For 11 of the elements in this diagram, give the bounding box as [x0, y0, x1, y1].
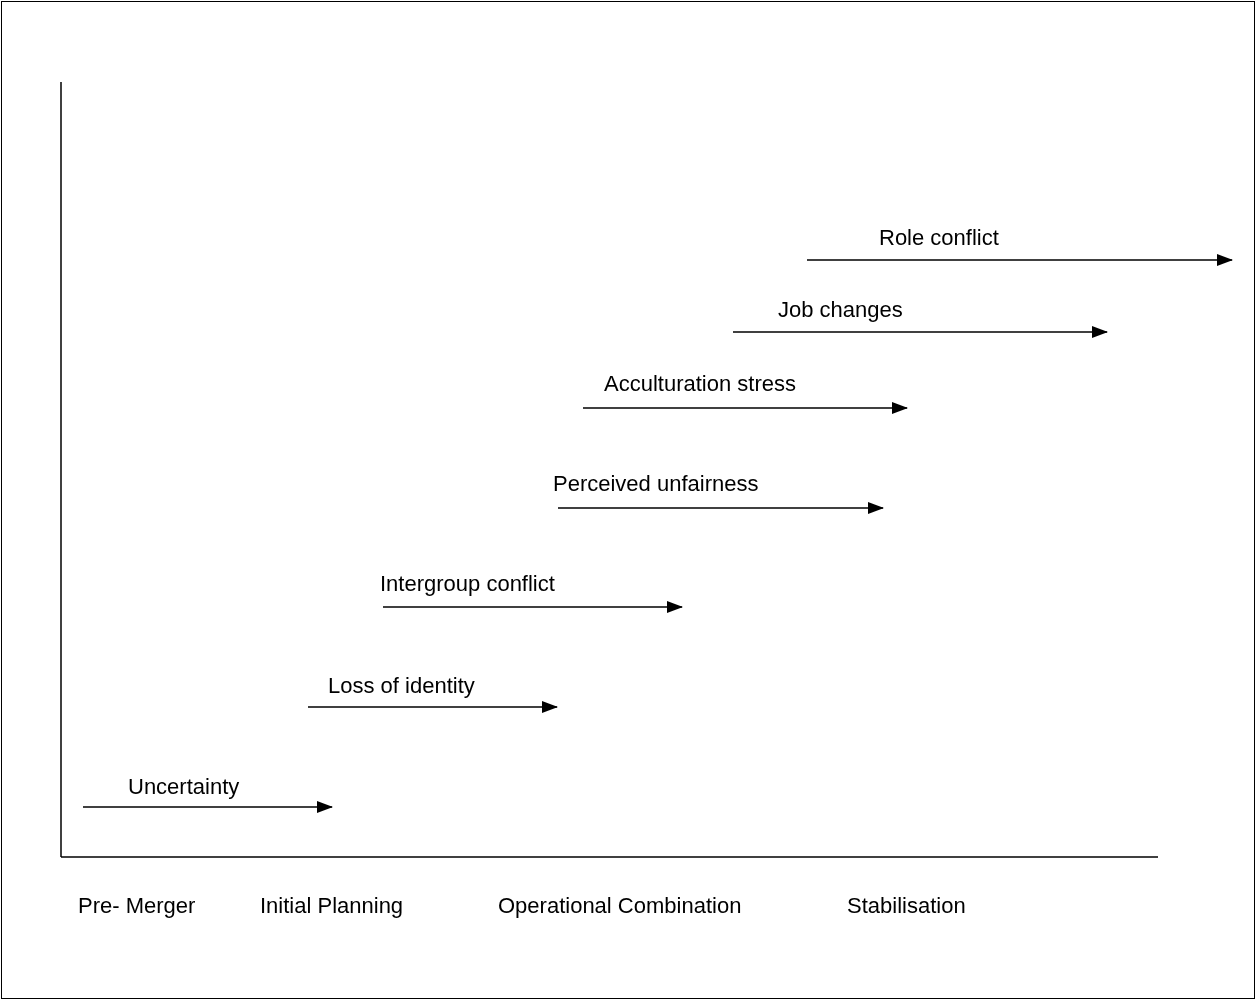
arrow-label: Acculturation stress	[604, 371, 796, 397]
arrow-label: Perceived unfairness	[553, 471, 759, 497]
arrow-label: Intergroup conflict	[380, 571, 555, 597]
arrow-label: Job changes	[778, 297, 903, 323]
phase-label: Stabilisation	[847, 893, 966, 919]
arrow-label: Loss of identity	[328, 673, 475, 699]
arrow-label: Uncertainty	[128, 774, 240, 800]
phase-label: Initial Planning	[260, 893, 404, 919]
arrow-label: Role conflict	[879, 225, 999, 251]
phase-label: Operational Combination	[498, 893, 742, 919]
phase-label: Pre- Merger	[78, 893, 196, 919]
